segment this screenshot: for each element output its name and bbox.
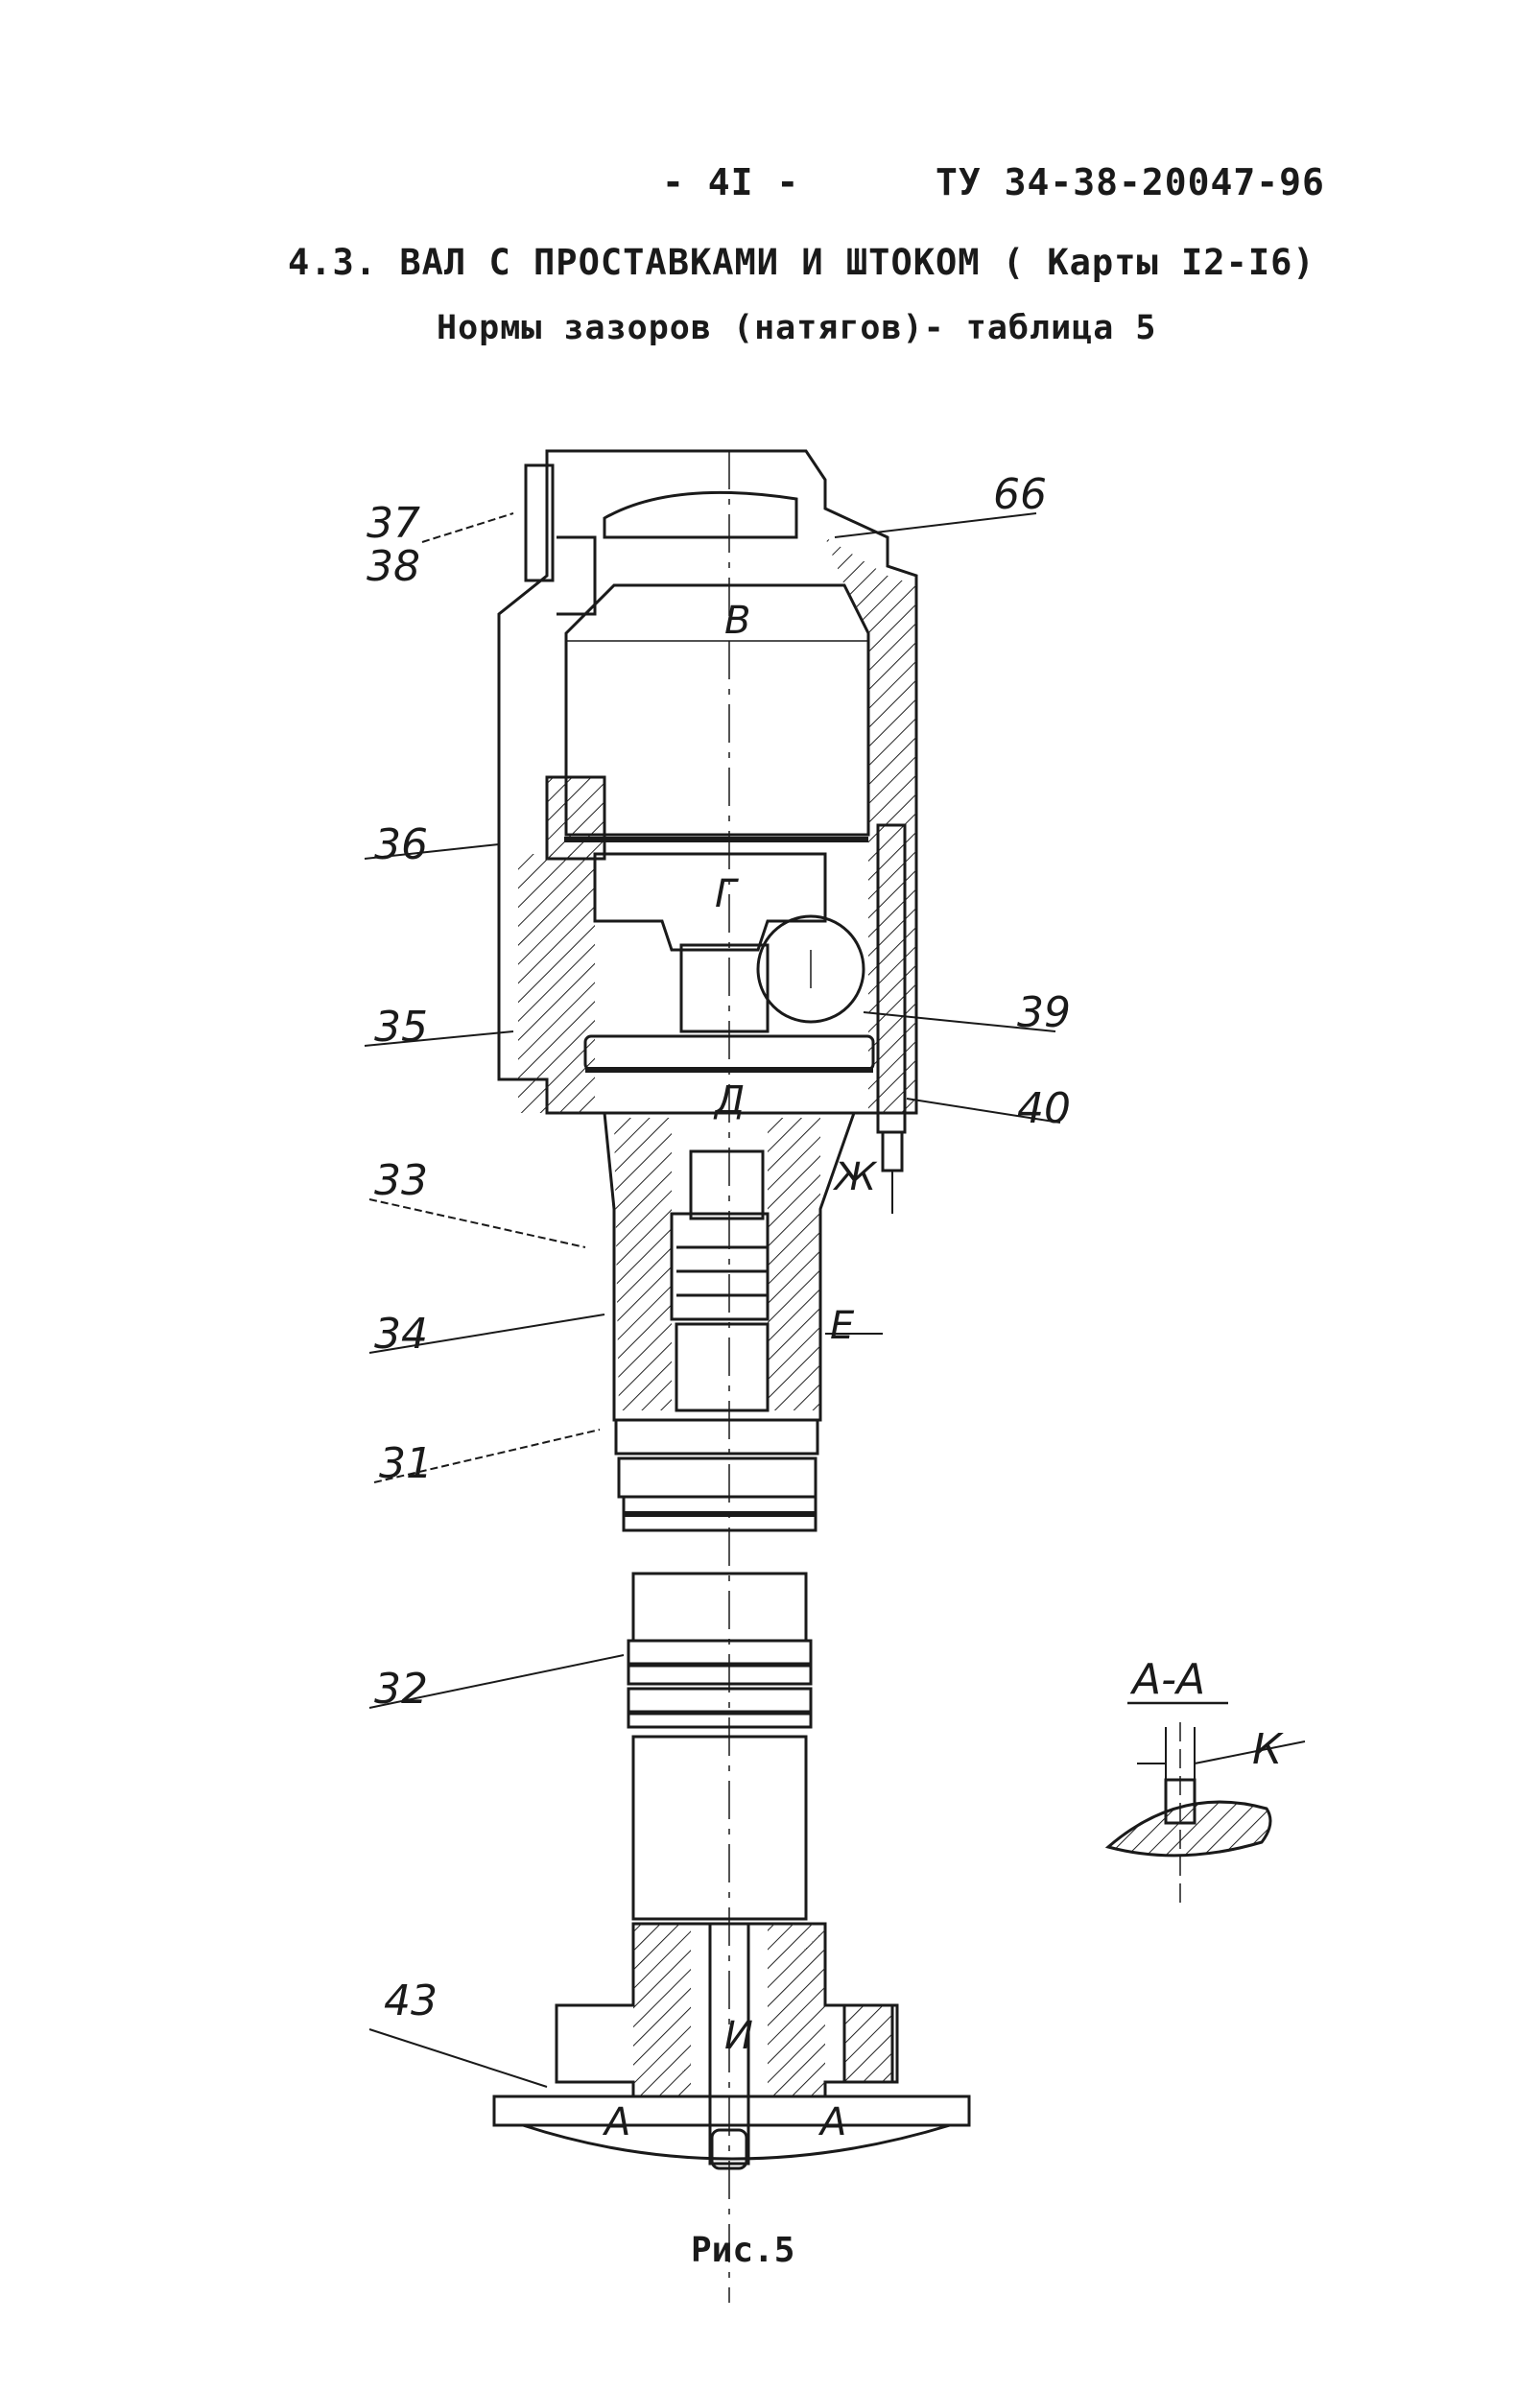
page-number: - 4I - [662,161,800,203]
part-label-40: 40 [1017,1084,1071,1133]
dim-label-a-left: А [602,2100,630,2144]
part-label-37: 37 [367,499,420,548]
part-label-31: 31 [379,1439,433,1488]
part-label-43: 43 [384,1977,438,2025]
dim-label-zh: Ж [832,1155,878,1199]
part-label-66: 66 [993,470,1047,519]
dim-label-v: В [724,599,750,643]
part-label-33: 33 [374,1156,428,1205]
document-code: ТУ 34-38-20047-96 [936,161,1325,203]
section-title: 4.3. ВАЛ С ПРОСТАВКАМИ И ШТОКОМ ( Карты … [288,242,1315,283]
dim-label-i: И [724,2014,753,2058]
figure-caption: Рис.5 [691,2231,795,2270]
shaft-assembly-outline [492,449,971,2303]
part-label-35: 35 [374,1003,428,1052]
part-label-38: 38 [367,542,420,591]
dim-label-a-right: А [817,2100,846,2144]
dim-label-e: Е [830,1304,855,1348]
dim-label-g: Г [715,872,739,916]
dim-label-d: Д [713,1078,745,1123]
part-label-36: 36 [374,820,428,869]
part-label-32: 32 [374,1665,428,1714]
section-detail-aa [1104,1701,1306,1909]
part-label-34: 34 [374,1310,428,1359]
leader-lines [364,512,1061,2088]
table-reference: Нормы зазоров (натягов)- таблица 5 [437,309,1157,347]
dim-label-k: К [1252,1725,1284,1774]
part-label-39: 39 [1017,988,1071,1037]
section-view-title: А-А [1129,1655,1205,1704]
part-labels: 37 38 66 36 39 35 40 33 34 31 32 43 [367,470,1071,2025]
dimension-labels: В Г Д Ж Е И А А К А-А [602,599,1284,2144]
